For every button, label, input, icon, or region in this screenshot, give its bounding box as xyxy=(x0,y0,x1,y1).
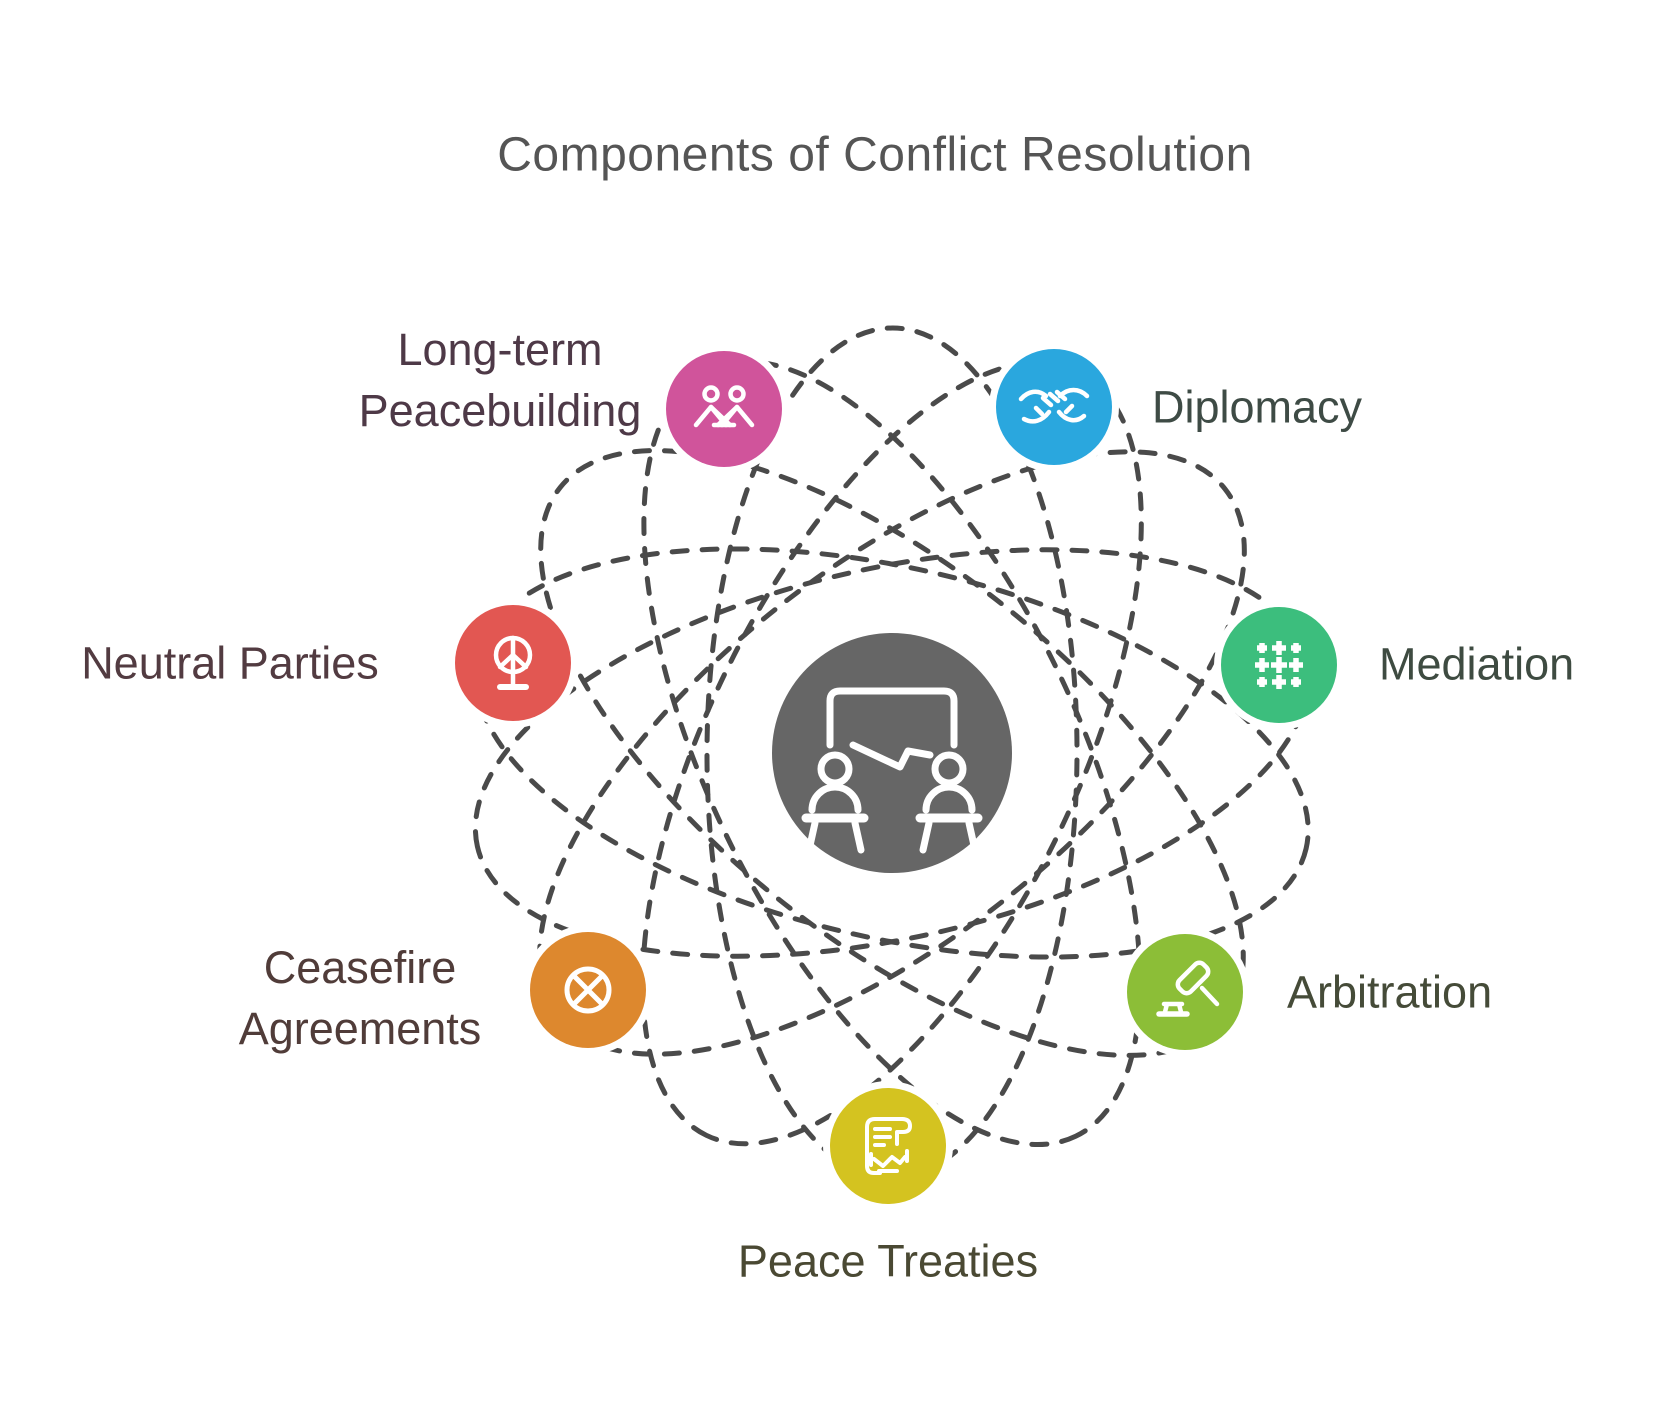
negotiation-table-icon xyxy=(801,687,983,854)
label-line: Peacebuilding xyxy=(358,385,642,436)
plus-cluster-icon xyxy=(1255,641,1303,689)
node-ceasefire-agreements xyxy=(523,925,653,1055)
treaty-scroll-icon xyxy=(865,1117,912,1175)
label-ceasefire-agreements: Ceasefire Agreements xyxy=(239,937,482,1059)
peace-stand-icon xyxy=(493,635,533,690)
label-diplomacy: Diplomacy xyxy=(1152,381,1363,433)
center-circle xyxy=(772,633,1012,873)
people-group-icon xyxy=(693,385,755,428)
label-mediation: Mediation xyxy=(1379,638,1575,690)
handshake-icon xyxy=(1018,387,1090,424)
node-diplomacy xyxy=(989,342,1119,472)
label-peace-treaties: Peace Treaties xyxy=(737,1235,1039,1287)
label-line: Ceasefire xyxy=(263,942,457,993)
node-long-term-peacebuilding xyxy=(659,344,789,474)
node-circle-long-term xyxy=(666,351,782,467)
node-peace-treaties xyxy=(823,1081,953,1211)
label-arbitration: Arbitration xyxy=(1287,966,1493,1018)
node-neutral-parties xyxy=(448,598,578,728)
node-mediation xyxy=(1214,600,1344,730)
page-title: Components of Conflict Resolution xyxy=(497,128,1253,182)
node-circle-diplomacy xyxy=(996,349,1112,465)
gavel-icon xyxy=(1156,960,1220,1017)
node-circle-peace-treaties xyxy=(830,1088,946,1204)
circle-x-icon xyxy=(564,966,612,1014)
label-line: Agreements xyxy=(238,1003,482,1054)
label-long-term-peacebuilding: Long-term Peacebuilding xyxy=(359,319,642,441)
node-arbitration xyxy=(1120,927,1250,1057)
label-neutral-parties: Neutral Parties xyxy=(81,637,379,689)
label-line: Long-term xyxy=(397,324,603,375)
